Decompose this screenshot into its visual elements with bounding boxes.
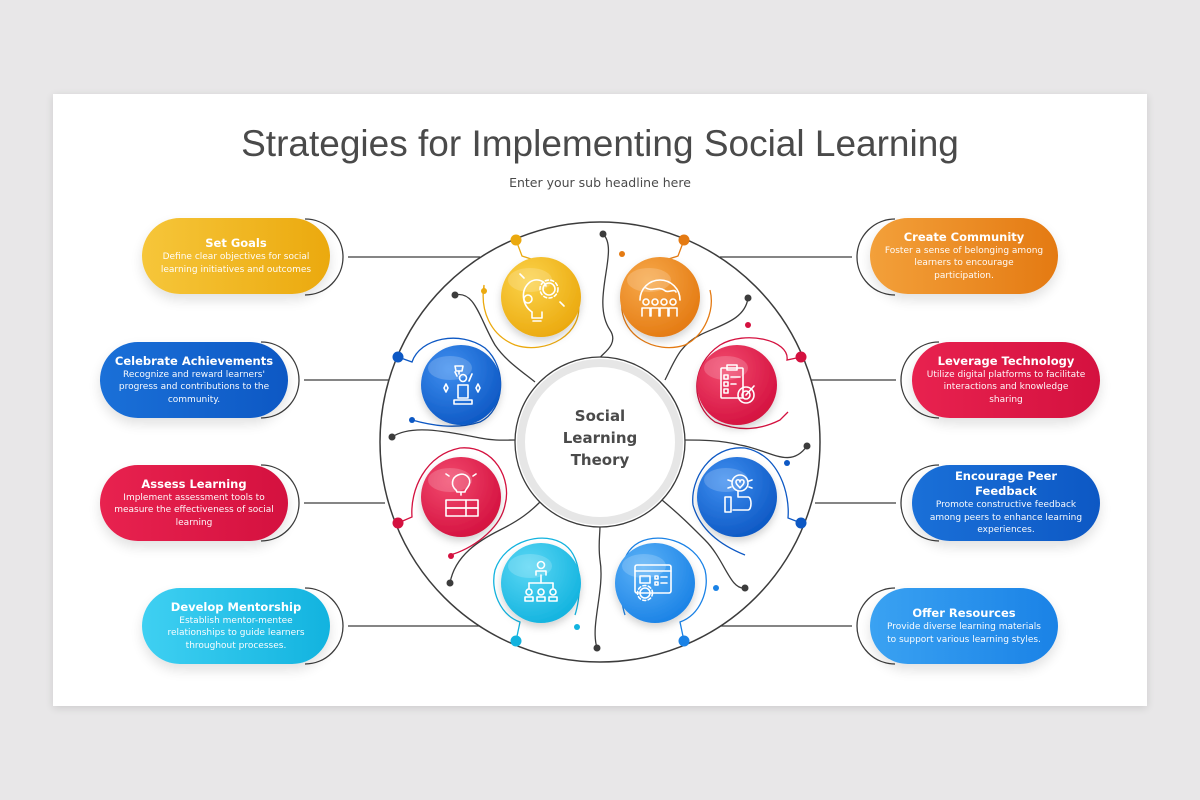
separator-curves (391, 233, 808, 649)
global-community-icon (639, 279, 681, 317)
checklist-target-icon (720, 364, 755, 404)
orange-circle (620, 257, 700, 337)
card-title: Create Community (903, 229, 1025, 244)
yellow-circle (501, 257, 581, 337)
lightbulb-gears-icon (519, 273, 565, 322)
connector-lines (260, 218, 940, 665)
card-title: Leverage Technology (937, 353, 1075, 368)
strategy-card-encourage-peer-feedback: Encourage Peer Feedback Promote construc… (912, 465, 1100, 541)
strategy-card-leverage-technology: Leverage Technology Utilize digital plat… (912, 342, 1100, 418)
card-title: Assess Learning (141, 476, 247, 491)
card-description: Recognize and reward learners' progress … (118, 369, 270, 405)
strategy-card-celebrate-achievements: Celebrate Achievements Recognize and rew… (100, 342, 288, 418)
card-description: Foster a sense of belonging among learne… (884, 245, 1044, 281)
page-subtitle: Enter your sub headline here (509, 175, 691, 190)
strategy-card-assess-learning: Assess Learning Implement assessment too… (100, 465, 288, 541)
card-description: Define clear objectives for social learn… (160, 252, 312, 275)
center-label: Social Learning Theory (530, 405, 670, 471)
strategy-card-set-goals: Set Goals Define clear objectives for so… (142, 218, 330, 294)
web-resources-icon (634, 564, 672, 602)
card-title: Set Goals (205, 236, 267, 250)
center-label-line-1: Social (574, 407, 626, 425)
card-title: Develop Mentorship (170, 599, 302, 614)
center-label-line-3: Theory (570, 451, 630, 469)
strategy-card-develop-mentorship: Develop Mentorship Establish mentor-ment… (142, 588, 330, 664)
ring-dots (392, 234, 807, 647)
card-description: Promote constructive feedback among peer… (929, 500, 1083, 536)
blue-circle-right (697, 457, 777, 537)
card-title: Offer Resources (912, 606, 1016, 620)
strategy-card-create-community: Create Community Foster a sense of belon… (870, 218, 1058, 294)
card-description: Utilize digital platforms to facilitate … (926, 369, 1086, 405)
separator-dots (388, 230, 811, 652)
hierarchy-team-icon (524, 560, 558, 602)
card-description: Provide diverse learning materials to su… (887, 622, 1041, 645)
thumbs-up-heart-icon (724, 474, 753, 513)
strategy-card-offer-resources: Offer Resources Provide diverse learning… (870, 588, 1058, 664)
center-label-line-2: Learning (562, 429, 638, 447)
red-circle-right (697, 345, 777, 425)
card-description: Implement assessment tools to measure th… (114, 492, 274, 528)
page-title: Strategies for Implementing Social Learn… (241, 123, 959, 164)
center-circle (517, 359, 683, 525)
card-title: Encourage Peer Feedback (954, 469, 1058, 499)
trophy-winner-icon (443, 365, 481, 405)
card-description: Establish mentor-mentee relationships to… (167, 615, 305, 651)
card-title: Celebrate Achievements (114, 353, 274, 368)
book-idea-icon (445, 473, 479, 517)
red-circle-left (421, 457, 501, 537)
